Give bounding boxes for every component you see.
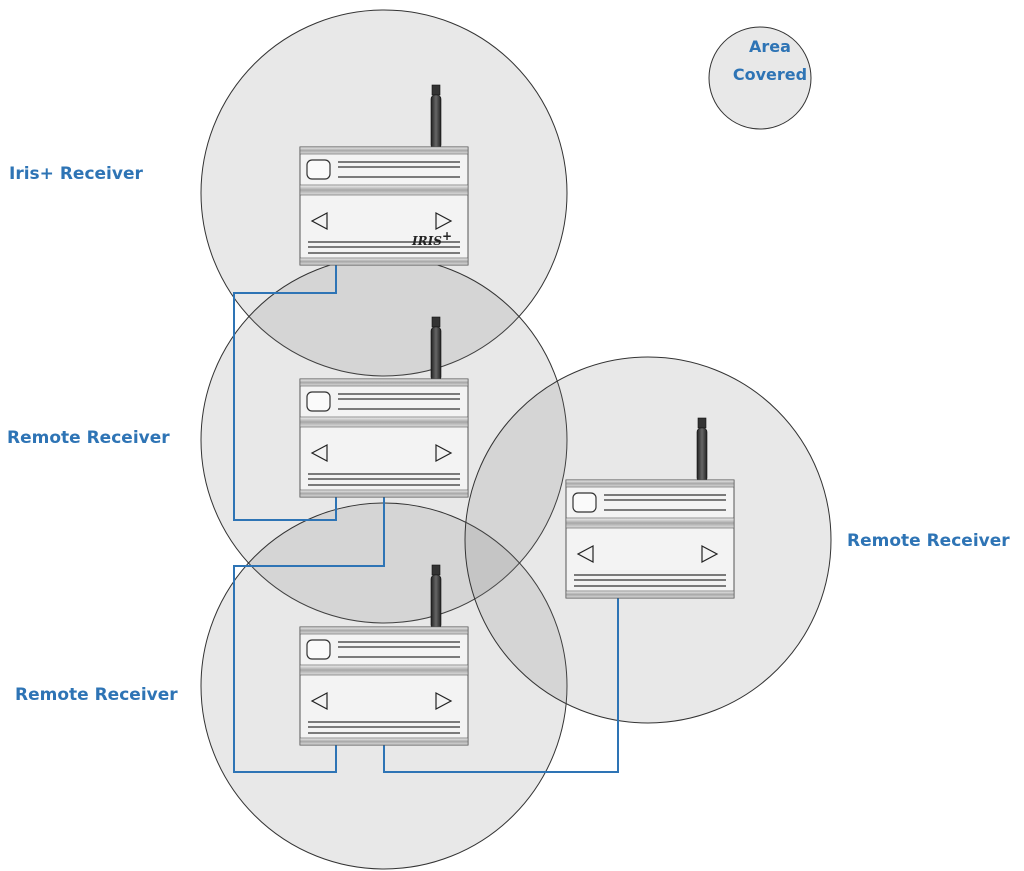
label-iris-receiver: Iris+ Receiver xyxy=(9,164,143,184)
legend: Area Covered xyxy=(708,26,812,130)
link-remote-2-to-remote-3 xyxy=(383,598,619,773)
legend-label-line2: Covered xyxy=(733,65,807,84)
link-iris-to-remote-1 xyxy=(233,265,337,521)
link-remote-1-to-remote-2 xyxy=(233,497,385,773)
iris-brand-plus: + xyxy=(442,229,452,243)
iris-brand-logo: IRIS xyxy=(411,234,442,248)
label-remote-receiver-2: Remote Receiver xyxy=(15,685,178,705)
legend-area-covered-circle xyxy=(708,26,812,130)
label-remote-receiver-3: Remote Receiver xyxy=(847,531,1010,551)
legend-label-line1: Area xyxy=(749,37,791,56)
label-remote-receiver-1: Remote Receiver xyxy=(7,428,170,448)
iris-receiver-device: IRIS + xyxy=(299,84,469,266)
